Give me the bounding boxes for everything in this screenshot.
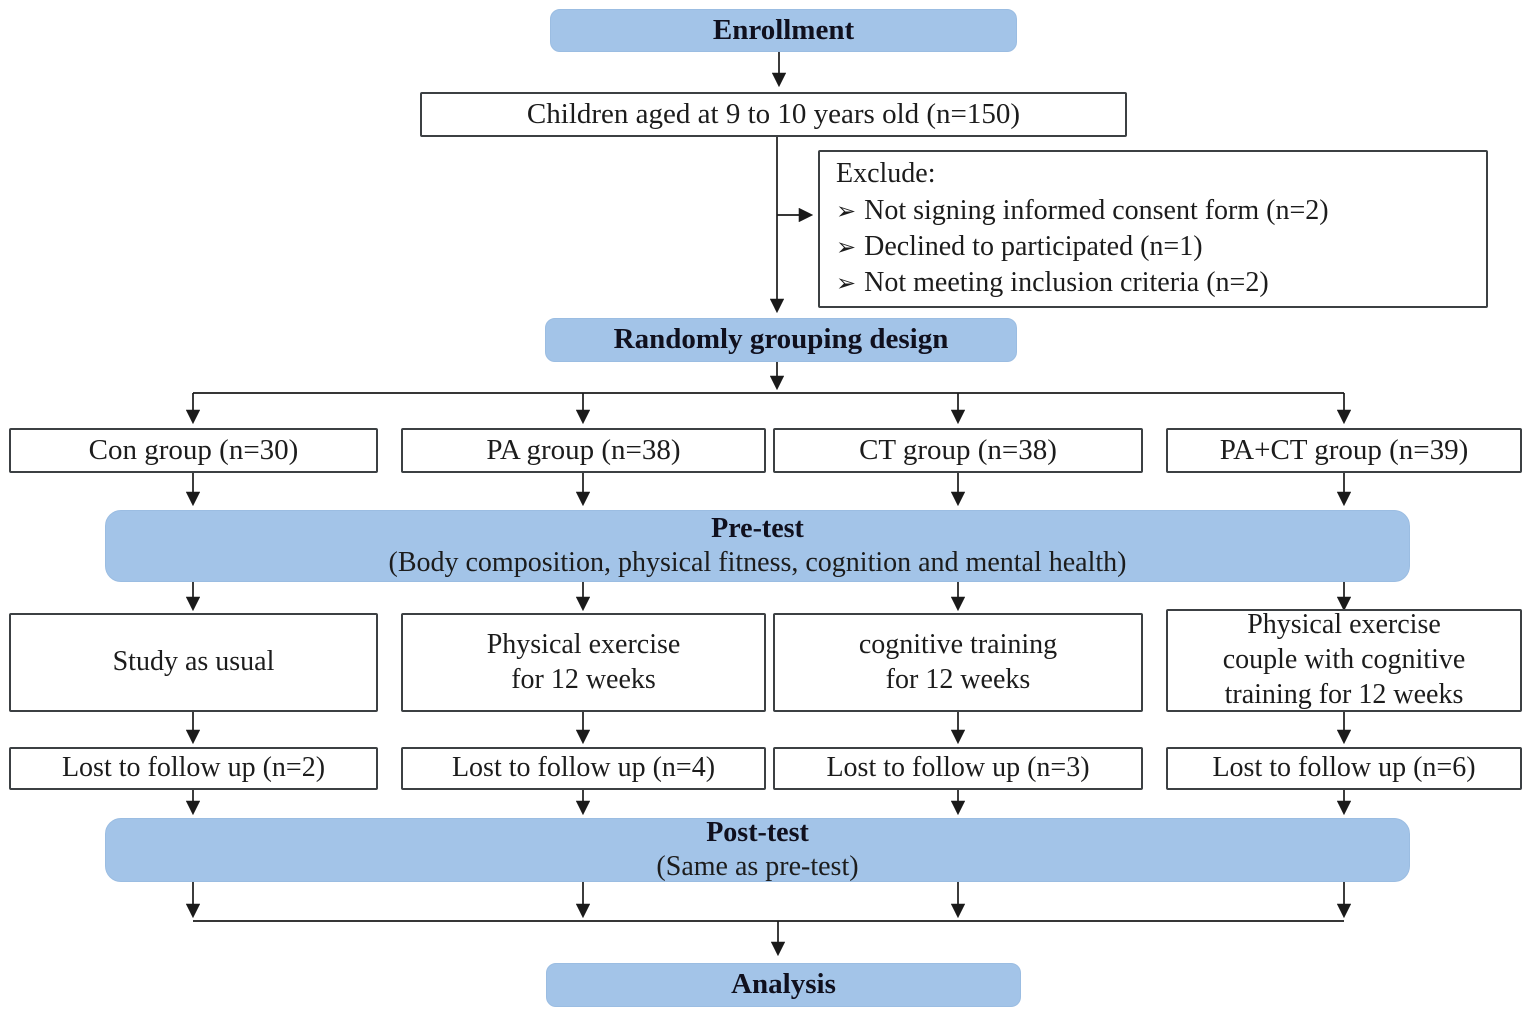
group-box-ct: CT group (n=38) [773, 428, 1143, 473]
analysis-box: Analysis [546, 963, 1021, 1007]
group-box-pa: PA group (n=38) [401, 428, 766, 473]
exclusion-item-text: Declined to participated (n=1) [864, 231, 1203, 262]
intervention-box-physical-exercise: Physical exercise for 12 weeks [401, 613, 766, 712]
exclusion-item-text: Not signing informed consent form (n=2) [864, 194, 1329, 226]
lost-label: Lost to follow up (n=2) [61, 752, 326, 784]
exclusion-item: ➢Not meeting inclusion criteria (n=2) [836, 265, 1269, 301]
lost-label: Lost to follow up (n=4) [451, 752, 716, 784]
enrollment-box: Enrollment [550, 9, 1017, 52]
group-box-pa-ct: PA+CT group (n=39) [1166, 428, 1522, 473]
pretest-box: Pre-test (Body composition, physical fit… [105, 510, 1410, 582]
arrow-bullet-icon: ➢ [836, 196, 857, 225]
posttest-box: Post-test (Same as pre-test) [105, 816, 1410, 882]
group-label: Con group (n=30) [88, 433, 299, 466]
intervention-label: Study as usual [112, 646, 275, 678]
intervention-box-control: Study as usual [9, 613, 378, 712]
arrow-bullet-icon: ➢ [836, 233, 857, 261]
exclusion-item-text: Not meeting inclusion criteria (n=2) [864, 267, 1269, 299]
exclusion-title: Exclude: [836, 158, 936, 190]
randomization-box: Randomly grouping design [545, 318, 1017, 362]
intervention-label: Physical exercise for 12 weeks [486, 628, 681, 695]
group-box-con: Con group (n=30) [9, 428, 378, 473]
arrow-bullet-icon: ➢ [836, 269, 857, 298]
posttest-title: Post-test [706, 816, 809, 848]
exclusion-item: ➢Not signing informed consent form (n=2) [836, 193, 1329, 229]
intervention-label: Physical exercise couple with cognitive … [1222, 609, 1466, 710]
intervention-label: cognitive training for 12 weeks [858, 628, 1058, 695]
lost-label: Lost to follow up (n=3) [826, 752, 1090, 784]
intervention-box-cognitive-training: cognitive training for 12 weeks [773, 613, 1143, 712]
lost-label: Lost to follow up (n=6) [1212, 752, 1476, 784]
population-box: Children aged at 9 to 10 years old (n=15… [420, 92, 1127, 137]
group-label: CT group (n=38) [859, 433, 1057, 466]
pretest-detail: (Body composition, physical fitness, cog… [388, 547, 1127, 578]
enrollment-label: Enrollment [712, 13, 855, 46]
intervention-box-combined: Physical exercise couple with cognitive … [1166, 609, 1522, 712]
group-label: PA+CT group (n=39) [1219, 433, 1469, 466]
randomization-label: Randomly grouping design [613, 323, 949, 356]
exclusion-item: ➢Declined to participated (n=1) [836, 229, 1203, 265]
group-label: PA group (n=38) [486, 433, 681, 466]
exclusion-box: Exclude: ➢Not signing informed consent f… [818, 150, 1488, 308]
lost-box-pa: Lost to follow up (n=4) [401, 747, 766, 790]
lost-box-pa-ct: Lost to follow up (n=6) [1166, 747, 1522, 790]
lost-box-ct: Lost to follow up (n=3) [773, 747, 1143, 790]
posttest-detail: (Same as pre-test) [656, 851, 859, 882]
population-label: Children aged at 9 to 10 years old (n=15… [526, 97, 1021, 130]
analysis-label: Analysis [731, 968, 836, 1001]
lost-box-con: Lost to follow up (n=2) [9, 747, 378, 790]
pretest-title: Pre-test [711, 512, 804, 544]
